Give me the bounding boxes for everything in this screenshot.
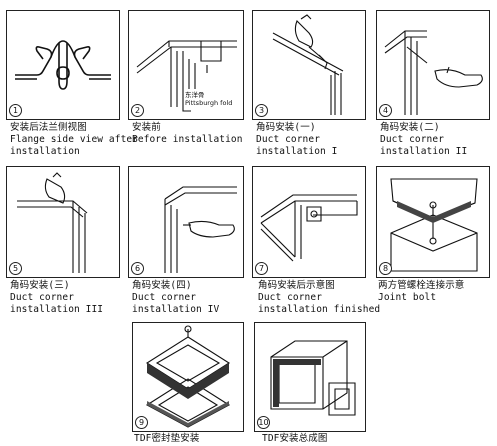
panel-7: 7 [252,166,366,278]
step-number: 9 [135,416,148,429]
flange-side-view-illustration [15,40,111,90]
caption-cn: 角码安装(二) [380,122,440,133]
step-number: 4 [379,104,392,117]
caption-panel-9: TDF密封垫安装 [134,433,199,445]
step-number: 10 [257,416,270,429]
caption-en-line2: installation I [256,146,338,157]
caption-cn: 角码安装(一) [256,122,316,133]
caption-cn: 安装后法兰侧视图 [10,122,87,133]
panel-6: 6 [128,166,244,278]
joint-bolt-illustration [390,178,478,272]
tdf-assembly-illustration [270,340,356,416]
step-number: 6 [131,262,144,275]
corner-installation-2-illustration [384,30,483,115]
caption-panel-4: 角码安装(二) Duct corner installation II [380,122,467,158]
pittsburgh-fold-label-en: Pittsburgh fold [185,99,233,107]
tdf-gasket-installation-illustration [145,325,231,428]
step-number: 7 [255,262,268,275]
step-number: 8 [379,262,392,275]
caption-en-line1: Flange side view after [10,134,139,145]
panel-5: 5 [6,166,120,278]
corner-installation-3-illustration [17,172,88,273]
corner-installation-finished-illustration [260,194,358,262]
caption-en-line2: installation III [10,304,104,315]
caption-panel-7: 角码安装后示意图 Duct corner installation finish… [258,280,380,316]
caption-panel-8: 两方管螺栓连接示意 Joint bolt [378,280,464,304]
caption-cn: 角码安装后示意图 [258,280,335,291]
step-number: 3 [255,104,268,117]
step-number: 5 [9,262,22,275]
caption-cn: TDF安装总成图 [262,433,328,444]
caption-en-line1: Duct corner [256,134,321,145]
panel-3: 3 [252,10,366,120]
caption-en-line2: installation IV [132,304,220,315]
caption-panel-6: 角码安装(四) Duct corner installation IV [132,280,219,316]
panel-2: 东洋骨 Pittsburgh fold 2 [128,10,244,120]
caption-en-line1: Duct corner [258,292,323,303]
caption-en-line1: Before installation [132,134,243,145]
caption-en-line1: Duct corner [132,292,197,303]
caption-cn: 角码安装(四) [132,280,192,291]
step-number: 2 [131,104,144,117]
step-number: 1 [9,104,22,117]
panel-10: 10 [254,322,366,432]
caption-en-line2: installation II [380,146,468,157]
caption-en-line1: Joint bolt [378,292,437,303]
before-installation-illustration [136,40,237,112]
caption-cn: 安装前 [132,122,161,133]
caption-panel-2: 安装前 Before installation [132,122,243,146]
pittsburgh-fold-label-cn: 东洋骨 [185,91,205,99]
corner-installation-1-illustration [272,14,344,115]
caption-cn: TDF密封垫安装 [134,433,200,444]
panel-1: 1 [6,10,120,120]
corner-installation-4-illustration [164,186,237,273]
caption-en-line1: Duct corner [380,134,445,145]
caption-panel-3: 角码安装(一) Duct corner installation I [256,122,337,158]
caption-en-line2: installation [10,146,80,157]
caption-panel-10: TDF安装总成图 [262,433,327,445]
caption-panel-1: 安装后法兰侧视图 Flange side view after installa… [10,122,138,158]
caption-en-line1: Duct corner [10,292,75,303]
panel-8: 8 [376,166,490,278]
panel-4: 4 [376,10,490,120]
caption-panel-5: 角码安装(三) Duct corner installation III [10,280,103,316]
caption-en-line2: installation finished [258,304,381,315]
caption-cn: 角码安装(三) [10,280,70,291]
caption-cn: 两方管螺栓连接示意 [378,280,465,291]
panel-9: 9 [132,322,244,432]
